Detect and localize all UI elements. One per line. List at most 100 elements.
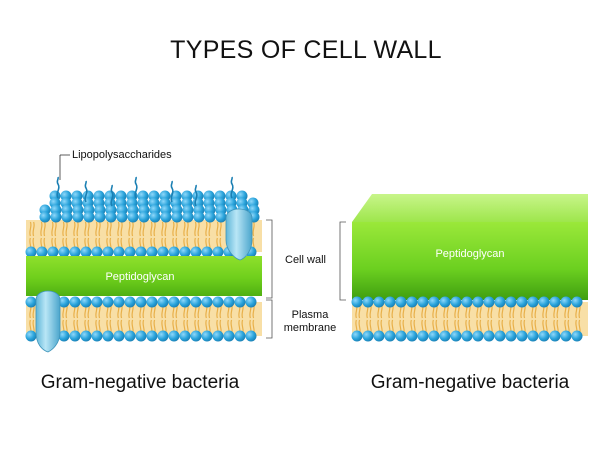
- lipid-head: [127, 211, 139, 223]
- lipid-head: [373, 296, 385, 308]
- lipid-head: [58, 296, 70, 308]
- lipid-head: [549, 330, 561, 342]
- lipid-head: [168, 296, 180, 308]
- lipid-head: [560, 296, 572, 308]
- caption-right: Gram-negative bacteria: [370, 372, 570, 393]
- lipopolysaccharide-chains: [56, 176, 234, 207]
- peptidoglycan-top-face: [352, 194, 588, 222]
- lipid-head: [223, 296, 235, 308]
- peptidoglycan-label-left: Peptidoglycan: [105, 271, 174, 283]
- lipid-head: [439, 330, 451, 342]
- lipid-head: [171, 211, 183, 223]
- lipid-head: [450, 330, 462, 342]
- lipid-head: [135, 246, 147, 258]
- lipid-head: [94, 211, 106, 223]
- lipid-head: [149, 211, 161, 223]
- lipid-head: [47, 246, 59, 258]
- lipopolysaccharides-label: Lipopolysaccharides: [72, 149, 172, 161]
- lipid-head: [439, 296, 451, 308]
- lipid-head: [146, 246, 158, 258]
- lipid-head: [212, 296, 224, 308]
- lipid-head: [36, 246, 48, 258]
- lipid-head: [538, 296, 550, 308]
- lipid-head: [80, 246, 92, 258]
- outer-membrane-heads: [25, 190, 260, 258]
- lipid-head: [201, 296, 213, 308]
- lipid-head: [102, 296, 114, 308]
- lps-chain: [194, 184, 198, 207]
- peptidoglycan-block-right: [352, 194, 588, 300]
- lipid-head: [39, 211, 51, 223]
- lipid-head: [483, 330, 495, 342]
- lipid-head: [494, 296, 506, 308]
- lipid-head: [516, 296, 528, 308]
- lipid-head: [201, 246, 213, 258]
- lipid-head: [212, 246, 224, 258]
- lipid-head: [201, 330, 213, 342]
- lipid-head: [157, 296, 169, 308]
- lipid-head: [428, 296, 440, 308]
- lipid-head: [234, 296, 246, 308]
- page-title: TYPES OF CELL WALL: [170, 36, 442, 64]
- lipid-head: [190, 296, 202, 308]
- lipid-head: [124, 246, 136, 258]
- lipid-head: [212, 330, 224, 342]
- peptidoglycan-front-face: [352, 222, 588, 300]
- lipid-head: [146, 296, 158, 308]
- lipid-head: [91, 330, 103, 342]
- lipid-head: [215, 211, 227, 223]
- lipid-head: [182, 211, 194, 223]
- lps-chain: [110, 184, 114, 207]
- peptidoglycan-layer-left: [26, 256, 262, 296]
- lipid-head: [362, 296, 374, 308]
- cell-wall-label: Cell wall: [285, 254, 326, 266]
- lipid-head: [168, 246, 180, 258]
- lipid-head: [384, 296, 396, 308]
- lipid-head: [234, 330, 246, 342]
- plasma-membrane-label: Plasma membrane: [283, 309, 337, 334]
- lipid-head: [461, 330, 473, 342]
- lipid-head: [69, 296, 81, 308]
- plasma-membrane-heads-right: [351, 296, 583, 342]
- lipid-head: [549, 296, 561, 308]
- lipid-head: [190, 246, 202, 258]
- lipid-head: [450, 296, 462, 308]
- lipid-head: [69, 246, 81, 258]
- lipid-head: [25, 246, 37, 258]
- lipid-head: [571, 296, 583, 308]
- lipid-head: [406, 296, 418, 308]
- lipid-head: [179, 246, 191, 258]
- lipid-head: [384, 330, 396, 342]
- lipid-head: [146, 330, 158, 342]
- lipid-head: [505, 330, 517, 342]
- lipid-head: [25, 330, 37, 342]
- lipid-head: [204, 211, 216, 223]
- lipid-head: [58, 246, 70, 258]
- lipid-head: [527, 296, 539, 308]
- lipid-head: [472, 330, 484, 342]
- lipid-head: [505, 296, 517, 308]
- lipid-head: [61, 211, 73, 223]
- lipid-head: [571, 330, 583, 342]
- lipid-head: [373, 330, 385, 342]
- plasma-membrane-bracket: [266, 299, 273, 339]
- lipid-head: [351, 330, 363, 342]
- lipid-head: [91, 246, 103, 258]
- lipid-head: [516, 330, 528, 342]
- lipid-head: [124, 296, 136, 308]
- lipid-head: [472, 296, 484, 308]
- plasma-membrane-left: [25, 296, 262, 342]
- lipid-head: [157, 246, 169, 258]
- peptidoglycan-label-right: Peptidoglycan: [435, 248, 504, 260]
- plasma-membrane-right: [351, 296, 588, 342]
- lipid-head: [351, 296, 363, 308]
- cell-wall-bracket: [266, 219, 273, 299]
- caption-left: Gram-negative bacteria: [40, 372, 240, 393]
- lipid-head: [102, 330, 114, 342]
- lipid-head: [395, 330, 407, 342]
- lps-chain: [134, 176, 138, 199]
- lipid-head: [417, 330, 429, 342]
- right-wall-bracket: [339, 221, 346, 301]
- lipid-head: [124, 330, 136, 342]
